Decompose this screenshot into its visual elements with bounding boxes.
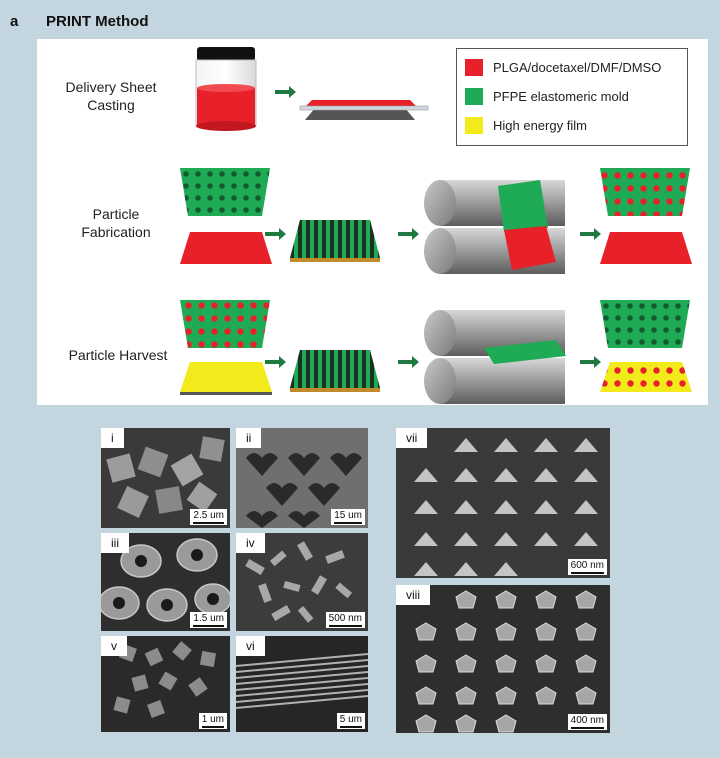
- legend-label: PFPE elastomeric mold: [493, 89, 629, 104]
- scale-bar-line: [334, 522, 362, 524]
- row-label-line: Particle: [92, 206, 140, 222]
- delivery-sheet: [299, 100, 429, 120]
- arrow-icon: [580, 356, 601, 368]
- filled-mold: [600, 168, 692, 264]
- micrograph-iv: iv 500 nm: [236, 533, 368, 631]
- scale-bar-line: [570, 572, 604, 574]
- scale-label: 500 nm: [328, 613, 362, 624]
- high-energy-film: [180, 362, 272, 395]
- scale-bar: 15 um: [331, 509, 365, 525]
- legend-item: PLGA/docetaxel/DMF/DMSO: [465, 59, 661, 76]
- scale-bar: 2.5 um: [190, 509, 227, 525]
- scale-label: 400 nm: [570, 715, 604, 726]
- scale-bar-line: [339, 726, 362, 728]
- row-label-delivery-sheet-casting: Delivery Sheet Casting: [50, 78, 172, 114]
- row-label-particle-fabrication: Particle Fabrication: [60, 205, 172, 241]
- scale-bar-line: [328, 625, 362, 627]
- micrograph-iii: iii 1.5 um: [101, 533, 230, 631]
- scale-label: 5 um: [339, 714, 362, 725]
- scale-bar: 500 nm: [325, 612, 365, 628]
- process-illustrations: [180, 47, 692, 404]
- panel-letter: a: [10, 13, 19, 30]
- harvested-particles: [600, 300, 692, 392]
- row-label-line: Casting: [87, 97, 135, 114]
- mold-on-film: [290, 350, 380, 392]
- micrograph-label: v: [101, 636, 127, 656]
- roller-delaminator: [424, 310, 566, 404]
- mold-stack: [290, 220, 380, 262]
- scale-bar: 1.5 um: [190, 612, 227, 628]
- scale-bar: 5 um: [336, 713, 365, 729]
- micrograph-label: vi: [236, 636, 265, 656]
- micrograph-label: vii: [396, 428, 428, 448]
- filled-mold-harvest: [180, 300, 270, 348]
- micrograph-vii: vii 600 nm: [396, 428, 610, 578]
- row-label-line: Particle Harvest: [68, 347, 168, 363]
- arrow-icon: [265, 356, 286, 368]
- legend: PLGA/docetaxel/DMF/DMSO PFPE elastomeric…: [456, 48, 688, 146]
- legend-swatch-green: [465, 88, 483, 105]
- legend-label: High energy film: [493, 118, 587, 133]
- scale-label: 2.5 um: [193, 510, 224, 521]
- micrograph-label: ii: [236, 428, 262, 448]
- scale-label: 15 um: [334, 510, 362, 521]
- micrograph-label: iv: [236, 533, 265, 553]
- solution-jar: [195, 47, 257, 131]
- arrow-icon: [275, 86, 296, 98]
- roller-laminator: [424, 180, 565, 274]
- row-label-line: Fabrication: [81, 224, 151, 241]
- scale-bar-line: [193, 625, 224, 627]
- legend-label: PLGA/docetaxel/DMF/DMSO: [493, 60, 662, 75]
- scale-label: 600 nm: [570, 560, 604, 571]
- legend-swatch-red: [465, 59, 483, 76]
- legend-item: High energy film: [465, 117, 587, 134]
- micrograph-texture: [396, 428, 610, 578]
- row-label-particle-harvest: Particle Harvest: [48, 346, 188, 364]
- scale-bar: 1 um: [198, 713, 227, 729]
- scale-bar: 400 nm: [567, 714, 607, 730]
- scale-bar-line: [570, 727, 604, 729]
- arrow-icon: [265, 228, 286, 240]
- mold-top: [180, 168, 270, 216]
- scale-bar-line: [201, 726, 224, 728]
- micrograph-label: iii: [101, 533, 129, 553]
- legend-swatch-yellow: [465, 117, 483, 134]
- arrow-icon: [580, 228, 601, 240]
- micrograph-v: v 1 um: [101, 636, 230, 732]
- arrow-icon: [398, 356, 419, 368]
- micrograph-label: i: [101, 428, 124, 448]
- micrograph-texture: [396, 585, 610, 733]
- scale-label: 1.5 um: [193, 613, 224, 624]
- scale-label: 1 um: [201, 714, 224, 725]
- row-label-line: Delivery Sheet: [65, 79, 157, 95]
- sheet-bottom: [180, 232, 272, 264]
- micrograph-label: viii: [396, 585, 430, 605]
- figure-title: PRINT Method: [46, 13, 149, 30]
- micrograph-vi: vi 5 um: [236, 636, 368, 732]
- scale-bar-line: [193, 522, 224, 524]
- legend-item: PFPE elastomeric mold: [465, 88, 629, 105]
- scale-bar: 600 nm: [567, 559, 607, 575]
- micrograph-ii: ii 15 um: [236, 428, 368, 528]
- micrograph-i: i 2.5 um: [101, 428, 230, 528]
- arrow-icon: [398, 228, 419, 240]
- micrograph-viii: viii 400 nm: [396, 585, 610, 733]
